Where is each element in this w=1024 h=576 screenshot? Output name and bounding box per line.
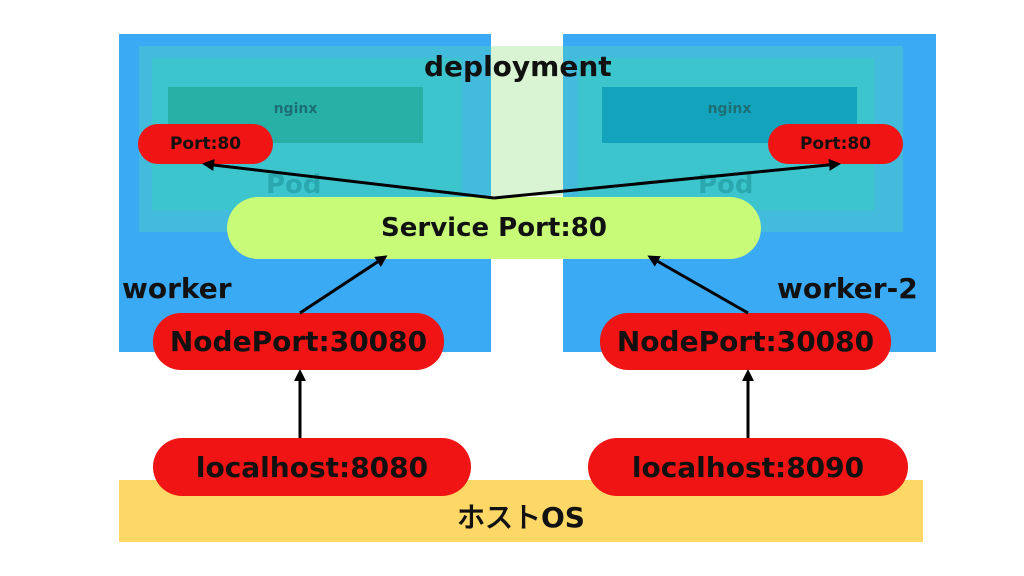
nginx-label: nginx [707, 101, 752, 117]
localhost-label: localhost:8080 [195, 450, 429, 484]
worker-name-2: worker-2 [777, 272, 918, 305]
deployment-band [491, 46, 563, 196]
host-os-label: ホストOS [457, 501, 585, 534]
arrow-nodeport2-to-service [647, 255, 749, 315]
arrow-service-to-pod1 [202, 159, 495, 200]
nginx-container-1: nginx [168, 87, 423, 143]
localhost-pill-1: localhost:8080 [153, 438, 471, 496]
service-pill: Service Port:80 [227, 197, 761, 259]
nodeport-pill-1: NodePort:30080 [153, 313, 444, 370]
pod-port-label: Port:80 [799, 134, 872, 154]
pod-port-pill-2: Port:80 [768, 124, 903, 164]
nginx-label: nginx [273, 101, 318, 117]
nodeport-pill-2: NodePort:30080 [600, 313, 891, 370]
localhost-pill-2: localhost:8090 [588, 438, 908, 496]
worker-name-1: worker [122, 272, 232, 305]
arrow-service-to-pod2 [493, 158, 841, 200]
nodeport-label: NodePort:30080 [616, 325, 875, 358]
pod-port-label: Port:80 [169, 134, 242, 154]
arrow-nodeport1-to-service [299, 255, 388, 315]
pod-port-pill-1: Port:80 [138, 124, 273, 164]
service-label: Service Port:80 [381, 213, 607, 243]
nodeport-label: NodePort:30080 [169, 325, 428, 358]
localhost-label: localhost:8090 [631, 450, 865, 484]
deployment-label: deployment [424, 50, 612, 83]
